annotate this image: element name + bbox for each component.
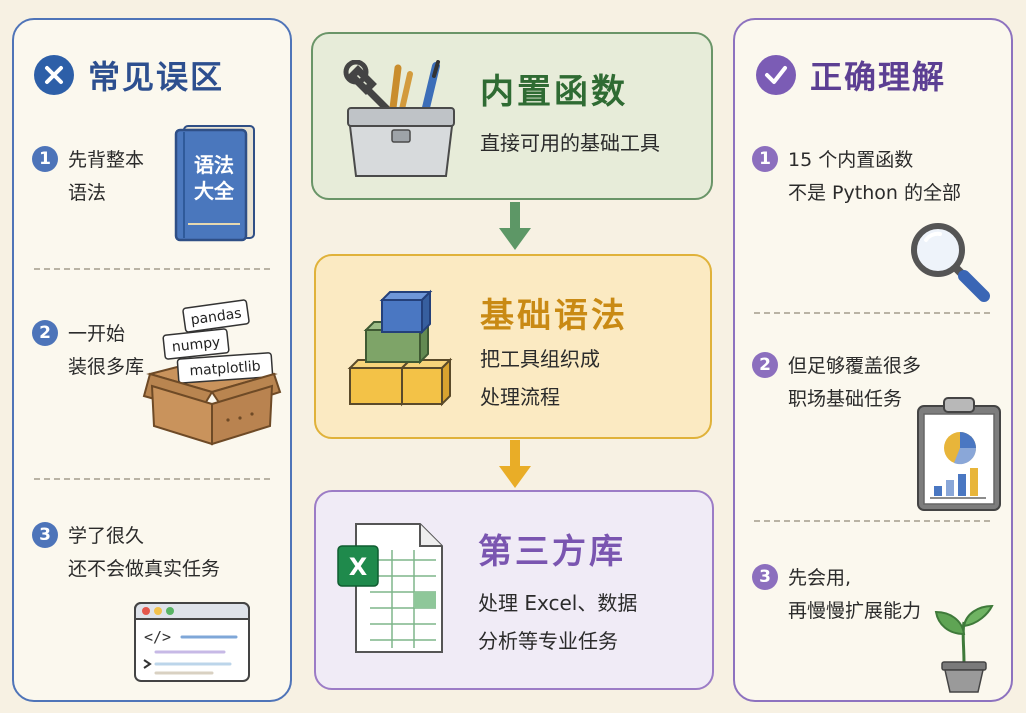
divider <box>34 268 270 270</box>
item-line: 15 个内置函数 <box>788 149 914 171</box>
misconception-item-1: 1 先背整本 语法 <box>32 144 144 210</box>
x-mark-icon <box>34 55 74 95</box>
divider <box>754 520 990 522</box>
basic-syntax-desc-line: 处理流程 <box>480 385 560 409</box>
book-title-line-1: 语法 <box>194 153 234 177</box>
correct-understanding-panel <box>733 18 1013 702</box>
clipboard-report-icon <box>917 397 1001 511</box>
misconceptions-title: 常见误区 <box>88 58 225 96</box>
toolbox-icon <box>343 60 455 177</box>
number-badge: 1 <box>32 146 58 172</box>
understanding-item-1: 1 15 个内置函数 不是 Python 的全部 <box>752 144 961 210</box>
down-arrow-icon <box>499 440 531 488</box>
builtin-functions-desc: 直接可用的基础工具 <box>480 131 660 155</box>
basic-syntax-desc-line: 把工具组织成 <box>480 347 600 371</box>
number-badge: 3 <box>752 564 778 590</box>
item-line: 学了很久 <box>68 525 145 547</box>
divider <box>34 478 270 480</box>
grammar-book-icon: 语法 大全 <box>174 125 255 242</box>
item-line: 一开始 <box>68 323 126 345</box>
misconception-item-3: 3 学了很久 还不会做真实任务 <box>32 520 220 586</box>
third-party-desc-line: 分析等专业任务 <box>478 629 618 653</box>
basic-syntax-title: 基础语法 <box>480 296 628 336</box>
item-line: 职场基础任务 <box>788 388 903 410</box>
correct-understanding-title: 正确理解 <box>810 58 947 96</box>
sprout-plant-icon <box>934 604 994 693</box>
number-badge: 2 <box>32 320 58 346</box>
item-line: 不是 Python 的全部 <box>788 182 961 204</box>
number-badge: 3 <box>32 522 58 548</box>
tag-pandas: pandas <box>190 306 243 329</box>
item-line: 先背整本 <box>68 149 145 171</box>
divider <box>754 312 990 314</box>
stacked-blocks-icon <box>347 289 453 407</box>
down-arrow-icon <box>499 202 531 250</box>
book-title-line-2: 大全 <box>194 179 235 203</box>
magnifier-icon <box>911 223 990 302</box>
tag-numpy: numpy <box>171 335 221 356</box>
code-window-icon: </> <box>134 602 250 682</box>
item-line: 再慢慢扩展能力 <box>788 600 922 622</box>
item-line: 装很多库 <box>68 356 145 378</box>
library-box-icon: pandas numpy matplotlib <box>142 299 282 446</box>
number-badge: 2 <box>752 352 778 378</box>
item-line: 语法 <box>68 182 107 204</box>
tag-matplotlib: matplotlib <box>189 358 261 379</box>
understanding-item-2: 2 但足够覆盖很多 职场基础任务 <box>752 350 921 416</box>
third-party-desc-line: 处理 Excel、数据 <box>478 591 638 615</box>
item-line: 还不会做真实任务 <box>68 558 221 580</box>
correct-understanding-header: 正确理解 <box>756 52 946 98</box>
third-party-libraries-title: 第三方库 <box>478 532 626 572</box>
code-glyph: </> <box>144 628 171 646</box>
misconception-item-2: 2 一开始 装很多库 <box>32 318 144 384</box>
misconceptions-header: 常见误区 <box>34 52 224 98</box>
item-line: 先会用, <box>788 567 852 589</box>
excel-sheet-icon: X <box>337 523 443 653</box>
builtin-functions-title: 内置函数 <box>480 72 628 112</box>
number-badge: 1 <box>752 146 778 172</box>
understanding-item-3: 3 先会用, 再慢慢扩展能力 <box>752 562 921 628</box>
item-line: 但足够覆盖很多 <box>788 355 922 377</box>
check-mark-icon <box>756 55 796 95</box>
excel-letter: X <box>349 553 368 581</box>
